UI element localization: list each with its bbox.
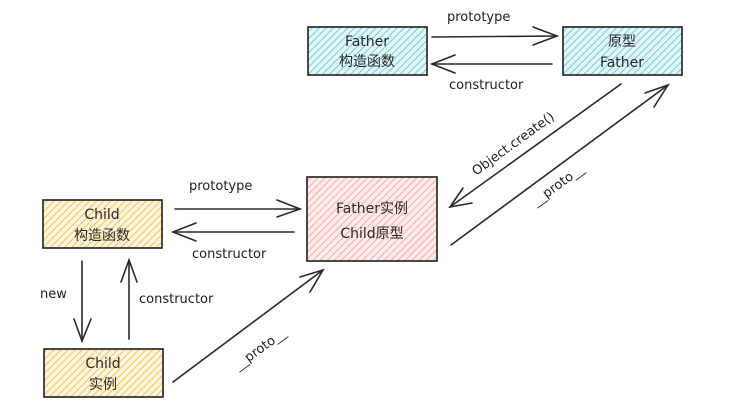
node-father-instance[interactable]: Father实例 Child原型 xyxy=(306,176,438,262)
node-child-instance[interactable]: Child 实例 xyxy=(43,348,164,398)
edge-object-create xyxy=(448,83,622,209)
label-top-prototype: prototype xyxy=(447,10,510,25)
label-left-constructor: constructor xyxy=(139,292,214,307)
node-child-constructor-line1: Child xyxy=(84,207,119,223)
edge-top-constructor xyxy=(429,54,553,74)
node-child-constructor-line2: 构造函数 xyxy=(74,228,130,244)
label-object-create: Object.create() xyxy=(470,110,558,180)
node-child-instance-line1: Child xyxy=(85,356,120,372)
node-father-constructor-line1: Father xyxy=(345,34,389,50)
edge-proto-right xyxy=(450,83,670,246)
node-father-instance-line2: Child原型 xyxy=(340,226,403,242)
node-father-constructor-line2: 构造函数 xyxy=(339,54,395,70)
label-top-constructor: constructor xyxy=(449,78,524,93)
node-father-prototype[interactable]: 原型 Father xyxy=(562,26,683,76)
edge-mid-prototype xyxy=(174,199,303,218)
node-father-prototype-line1: 原型 xyxy=(608,34,636,50)
edge-top-prototype xyxy=(431,26,560,46)
edge-new xyxy=(73,260,92,344)
label-proto-right: __proto__ xyxy=(529,161,588,209)
node-father-constructor[interactable]: Father 构造函数 xyxy=(307,26,428,76)
node-father-prototype-line2: Father xyxy=(600,55,644,71)
edge-mid-constructor xyxy=(170,222,295,242)
edge-left-constructor xyxy=(120,257,138,340)
label-mid-prototype: prototype xyxy=(189,179,252,194)
node-child-constructor[interactable]: Child 构造函数 xyxy=(42,199,163,249)
node-father-instance-line1: Father实例 xyxy=(336,201,408,217)
label-mid-constructor: constructor xyxy=(192,247,267,262)
node-child-instance-line2: 实例 xyxy=(89,377,117,393)
edge-proto-bottom xyxy=(172,268,325,383)
label-new: new xyxy=(40,287,67,302)
